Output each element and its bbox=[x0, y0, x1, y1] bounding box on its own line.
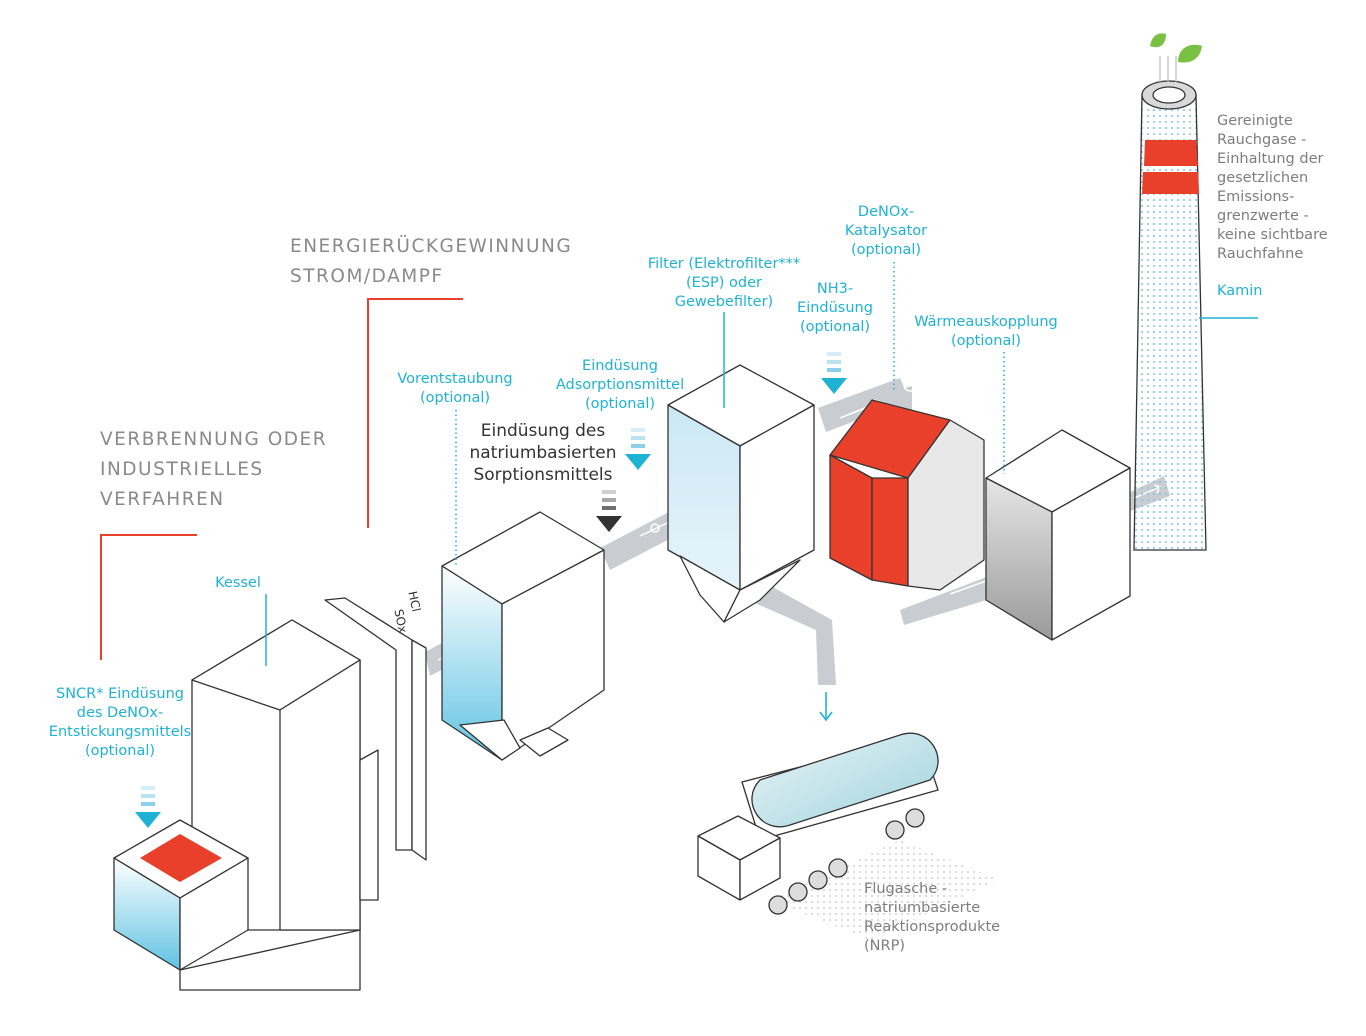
denox-catalyst bbox=[829, 399, 985, 591]
dotted-leader-lines bbox=[455, 262, 1005, 566]
nh3-injection-arrow bbox=[821, 352, 847, 394]
pre-dedusting-tower bbox=[441, 511, 605, 761]
label-denox-katalysator: DeNOx- Katalysator (optional) bbox=[844, 204, 928, 258]
stack-kamin bbox=[1133, 80, 1207, 551]
label-sncr: SNCR* Eindüsung des DeNOx- Entstickungsm… bbox=[48, 686, 192, 759]
adsorbent-injection-arrow bbox=[625, 428, 651, 470]
heading-energy-recovery: ENERGIERÜCKGEWINNUNG STROM/DAMPF bbox=[290, 236, 573, 287]
label-filter: Filter (Elektrofilter*** (ESP) oder Gewe… bbox=[647, 256, 801, 310]
sncr-injection-arrow bbox=[135, 786, 161, 828]
furnace bbox=[113, 819, 249, 971]
label-kessel: Kessel bbox=[215, 575, 261, 591]
leaf-icon bbox=[1150, 33, 1202, 82]
label-flugasche: Flugasche - natriumbasierte Reaktionspro… bbox=[864, 881, 1001, 954]
section-marker-energy bbox=[367, 298, 463, 528]
label-eindusung-adsorption: Eindüsung Adsorptionsmittel (optional) bbox=[555, 358, 685, 412]
sorbent-injection-arrow bbox=[596, 490, 622, 532]
heat-recovery-unit bbox=[985, 429, 1131, 641]
label-eindusung-natrium: Eindüsung des natriumbasierten Sorptions… bbox=[469, 421, 617, 485]
ash-truck bbox=[697, 732, 1000, 940]
filter-unit bbox=[667, 364, 815, 623]
section-marker-combustion bbox=[100, 534, 197, 660]
leader-lines bbox=[265, 312, 1258, 666]
heading-combustion: VERBRENNUNG ODER INDUSTRIELLES VERFAHREN bbox=[100, 429, 328, 510]
label-hcl: HCl bbox=[405, 589, 424, 613]
label-vorentstaubung: Vorentstaubung (optional) bbox=[397, 371, 513, 406]
label-kamin: Kamin bbox=[1217, 283, 1263, 299]
ash-down-arrow bbox=[819, 692, 833, 722]
label-gereinigte-rauchgase: Gereinigte Rauchgase - Einhaltung der ge… bbox=[1217, 113, 1328, 262]
label-waermeauskopplung: Wärmeauskopplung (optional) bbox=[914, 314, 1058, 349]
label-nh3: NH3- Eindüsung (optional) bbox=[797, 281, 873, 335]
